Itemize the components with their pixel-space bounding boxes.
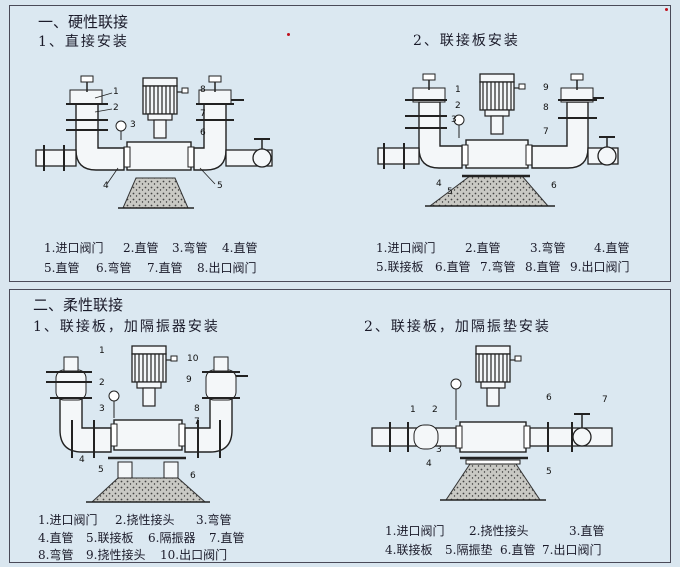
callout-7: 7 [543, 127, 549, 137]
callout-2: 2 [455, 101, 461, 111]
callout-4: 4 [103, 181, 109, 191]
callout-6: 6 [551, 181, 557, 191]
legend3-item-3: 3.弯管 [196, 513, 232, 527]
legend1-item-7: 7.直管 [147, 261, 183, 275]
callout-3: 3 [436, 445, 442, 455]
legend4-item-4: 4.联接板 [385, 543, 433, 557]
red-mark [665, 8, 668, 11]
legend1-item-3: 3.弯管 [172, 241, 208, 255]
section1-sub2: 2、联接板安装 [413, 33, 520, 49]
diagram-plate-install: 1 2 3 4 5 6 7 8 9 [377, 73, 619, 207]
red-mark [287, 33, 290, 36]
callout-4: 4 [79, 455, 85, 465]
legend1-item-6: 6.弯管 [96, 261, 132, 275]
legend1-item-2: 2.直管 [123, 241, 159, 255]
callout-5: 5 [447, 187, 453, 197]
callout-1: 1 [99, 346, 105, 356]
callout-5: 5 [217, 181, 223, 191]
legend3-item-5: 5.联接板 [86, 531, 134, 545]
legend4-item-2: 2.挠性接头 [469, 524, 529, 538]
legend1-item-4: 4.直管 [222, 241, 258, 255]
callout-5: 5 [546, 467, 552, 477]
callout-8: 8 [194, 404, 200, 414]
callout-2: 2 [99, 378, 105, 388]
section2-sub2: 2、联接板，加隔振垫安装 [364, 319, 551, 335]
legend3-item-10: 10.出口阀门 [160, 548, 228, 562]
callout-9: 9 [186, 375, 192, 385]
callout-4: 4 [436, 179, 442, 189]
callout-1: 1 [410, 405, 416, 415]
callout-4: 4 [426, 459, 432, 469]
legend2-item-6: 6.直管 [435, 260, 471, 274]
callout-3: 3 [130, 120, 136, 130]
diagram-direct-install: 1 2 3 4 5 6 7 8 [35, 75, 273, 209]
legend4-item-6: 6.直管 [500, 543, 536, 557]
callout-6: 6 [200, 128, 206, 138]
legend3-item-6: 6.隔振器 [148, 531, 196, 545]
diagram-pad-install: 1 2 3 4 5 6 7 [371, 345, 613, 501]
callout-5: 5 [98, 465, 104, 475]
legend1-item-1: 1.进口阀门 [44, 241, 104, 255]
callout-8: 8 [200, 85, 206, 95]
legend2-item-4: 4.直管 [594, 241, 630, 255]
legend3-item-4: 4.直管 [38, 531, 74, 545]
callout-3: 3 [99, 404, 105, 414]
section1-sub1: 1、直接安装 [38, 34, 129, 50]
callout-8: 8 [543, 103, 549, 113]
callout-6: 6 [546, 393, 552, 403]
section1-heading: 一、硬性联接 [38, 13, 129, 31]
callout-7: 7 [200, 109, 206, 119]
diagram-isolator-install: 1 2 3 4 5 6 7 8 9 10 [46, 345, 248, 503]
callout-7: 7 [602, 395, 608, 405]
legend1-item-8: 8.出口阀门 [197, 261, 257, 275]
legend3-item-8: 8.弯管 [38, 548, 74, 562]
legend3-item-7: 7.直管 [209, 531, 245, 545]
rigid-connection-panel [9, 5, 671, 282]
section2-heading: 二、柔性联接 [33, 296, 124, 314]
legend4-item-5: 5.隔振垫 [445, 543, 493, 557]
legend2-item-7: 7.弯管 [480, 260, 516, 274]
legend2-item-2: 2.直管 [465, 241, 501, 255]
legend4-item-7: 7.出口阀门 [542, 543, 602, 557]
legend3-item-2: 2.挠性接头 [115, 513, 175, 527]
legend4-item-1: 1.进口阀门 [385, 524, 445, 538]
legend2-item-8: 8.直管 [525, 260, 561, 274]
legend4-item-3: 3.直管 [569, 524, 605, 538]
legend3-item-1: 1.进口阀门 [38, 513, 98, 527]
section2-sub1: 1、联接板，加隔振器安装 [33, 319, 220, 335]
callout-9: 9 [543, 83, 549, 93]
callout-7: 7 [194, 417, 200, 427]
legend2-item-9: 9.出口阀门 [570, 260, 630, 274]
callout-10: 10 [187, 354, 199, 364]
legend2-item-1: 1.进口阀门 [376, 241, 436, 255]
callout-1: 1 [455, 85, 461, 95]
legend2-item-5: 5.联接板 [376, 260, 424, 274]
callout-6: 6 [190, 471, 196, 481]
callout-2: 2 [432, 405, 438, 415]
callout-1: 1 [113, 87, 119, 97]
legend1-item-5: 5.直管 [44, 261, 80, 275]
callout-3: 3 [451, 115, 457, 125]
callout-2: 2 [113, 103, 119, 113]
legend2-item-3: 3.弯管 [530, 241, 566, 255]
legend3-item-9: 9.挠性接头 [86, 548, 146, 562]
